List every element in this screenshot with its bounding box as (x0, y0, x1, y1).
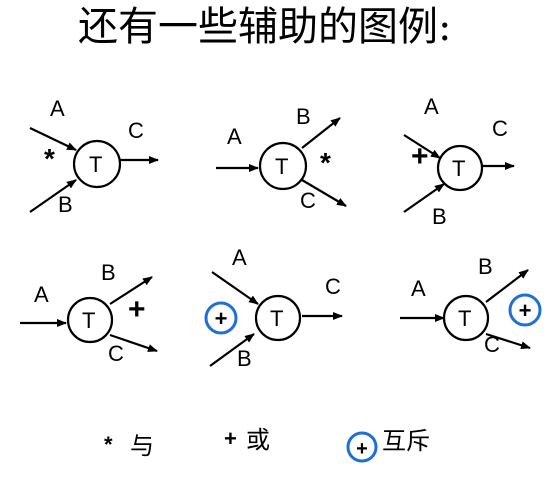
legend-and-symbol: * (104, 432, 113, 457)
diagram-or-outputs: T A B C + (20, 260, 158, 366)
label-b: B (237, 346, 252, 371)
input-arrow-b (209, 333, 255, 367)
input-arrow-a (29, 127, 77, 151)
diagram-and-inputs: T A B C * (29, 96, 159, 217)
activity-node (66, 296, 114, 344)
label-b: B (478, 254, 493, 279)
label-b: B (58, 192, 73, 217)
xor-ring (204, 301, 238, 335)
input-arrow-b (29, 179, 77, 213)
legend-item-or: + 或 (224, 426, 270, 454)
diagram-xor-outputs: T A B C + (400, 254, 542, 357)
activity-node (72, 139, 122, 189)
label-c: C (300, 188, 316, 213)
output-arrow-b (109, 276, 153, 305)
activity-node (436, 144, 484, 192)
or-symbol: + (411, 140, 429, 173)
legend-xor-ring (346, 431, 378, 463)
label-a: A (227, 124, 242, 149)
legend: * 与 + 或 + 互斥 (104, 426, 430, 463)
xor-symbol: + (519, 298, 532, 323)
diagram-xor-inputs: T A B C + (204, 245, 343, 371)
node-label: T (270, 306, 283, 331)
activity-node (442, 294, 490, 342)
label-b: B (101, 260, 116, 285)
node-label: T (452, 156, 465, 181)
label-a: A (424, 94, 439, 119)
activity-node (254, 294, 302, 342)
output-arrow-c (485, 332, 531, 350)
diagram-or-inputs: T A B C + (403, 94, 515, 229)
output-arrow-c (109, 333, 158, 353)
output-arrow-c (301, 179, 347, 207)
output-arrow-b (301, 117, 341, 149)
label-b: B (432, 204, 447, 229)
and-symbol: * (44, 143, 55, 174)
label-c: C (492, 116, 508, 141)
node-label: T (275, 154, 288, 179)
label-c: C (325, 274, 341, 299)
label-b: B (296, 104, 311, 129)
label-a: A (232, 245, 247, 270)
label-c: C (108, 341, 124, 366)
xor-symbol: + (215, 306, 228, 331)
legend-xor-text: 互斥 (382, 427, 430, 455)
output-arrow-b (485, 269, 529, 303)
activity-node (258, 141, 308, 191)
or-symbol: + (128, 293, 146, 326)
label-c: C (484, 332, 500, 357)
page-title: 还有一些辅助的图例: (78, 4, 451, 50)
xor-ring (508, 293, 542, 327)
legend-xor-symbol: + (356, 438, 368, 460)
node-label: T (82, 308, 95, 333)
input-arrow-b (403, 183, 445, 213)
legend-item-xor: + 互斥 (346, 427, 430, 463)
input-arrow-a (211, 271, 259, 305)
legend-item-and: * 与 (104, 432, 154, 460)
legend-or-symbol: + (224, 426, 237, 451)
label-a: A (50, 96, 65, 121)
and-symbol: * (320, 147, 331, 178)
input-arrow-a (403, 134, 441, 159)
label-a: A (34, 282, 49, 307)
node-label: T (89, 152, 102, 177)
legend-or-text: 或 (246, 426, 270, 454)
node-label: T (458, 306, 471, 331)
label-c: C (128, 118, 144, 143)
label-a: A (411, 276, 426, 301)
diagram-and-outputs: T A B C * (216, 104, 347, 213)
legend-and-text: 与 (130, 432, 154, 460)
